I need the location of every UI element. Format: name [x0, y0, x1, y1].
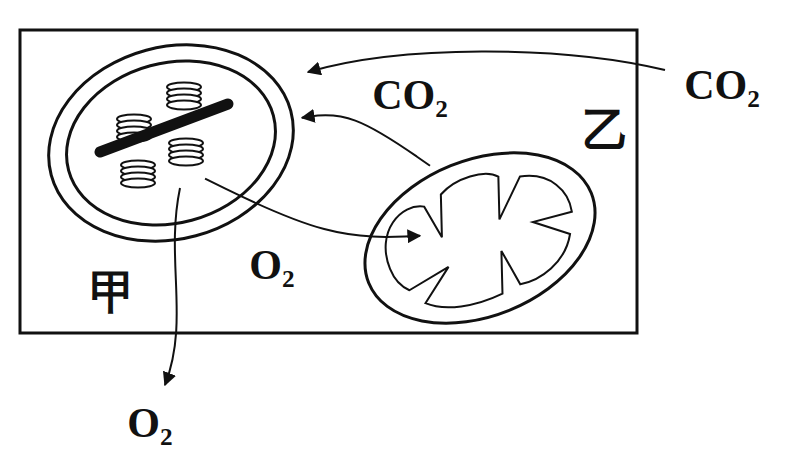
mitochondrion-outline — [355, 150, 605, 325]
gas-label: O₂ — [124, 401, 175, 445]
organelle-label: 甲 — [90, 270, 136, 316]
mitochondrion: 乙 — [355, 150, 605, 325]
co2-in-arrow — [308, 51, 665, 72]
chloroplast-outline — [40, 38, 302, 248]
organelle-label: 乙 — [583, 108, 629, 154]
gas-flow-arrow — [302, 115, 430, 166]
gas-label: O₂ — [246, 243, 297, 287]
cell-outline — [20, 30, 637, 333]
chloroplast: 甲 — [40, 38, 302, 248]
gas-label: CO₂ — [369, 73, 451, 117]
o2-out-arrow — [165, 188, 180, 385]
gas-label: CO₂ — [681, 63, 763, 107]
